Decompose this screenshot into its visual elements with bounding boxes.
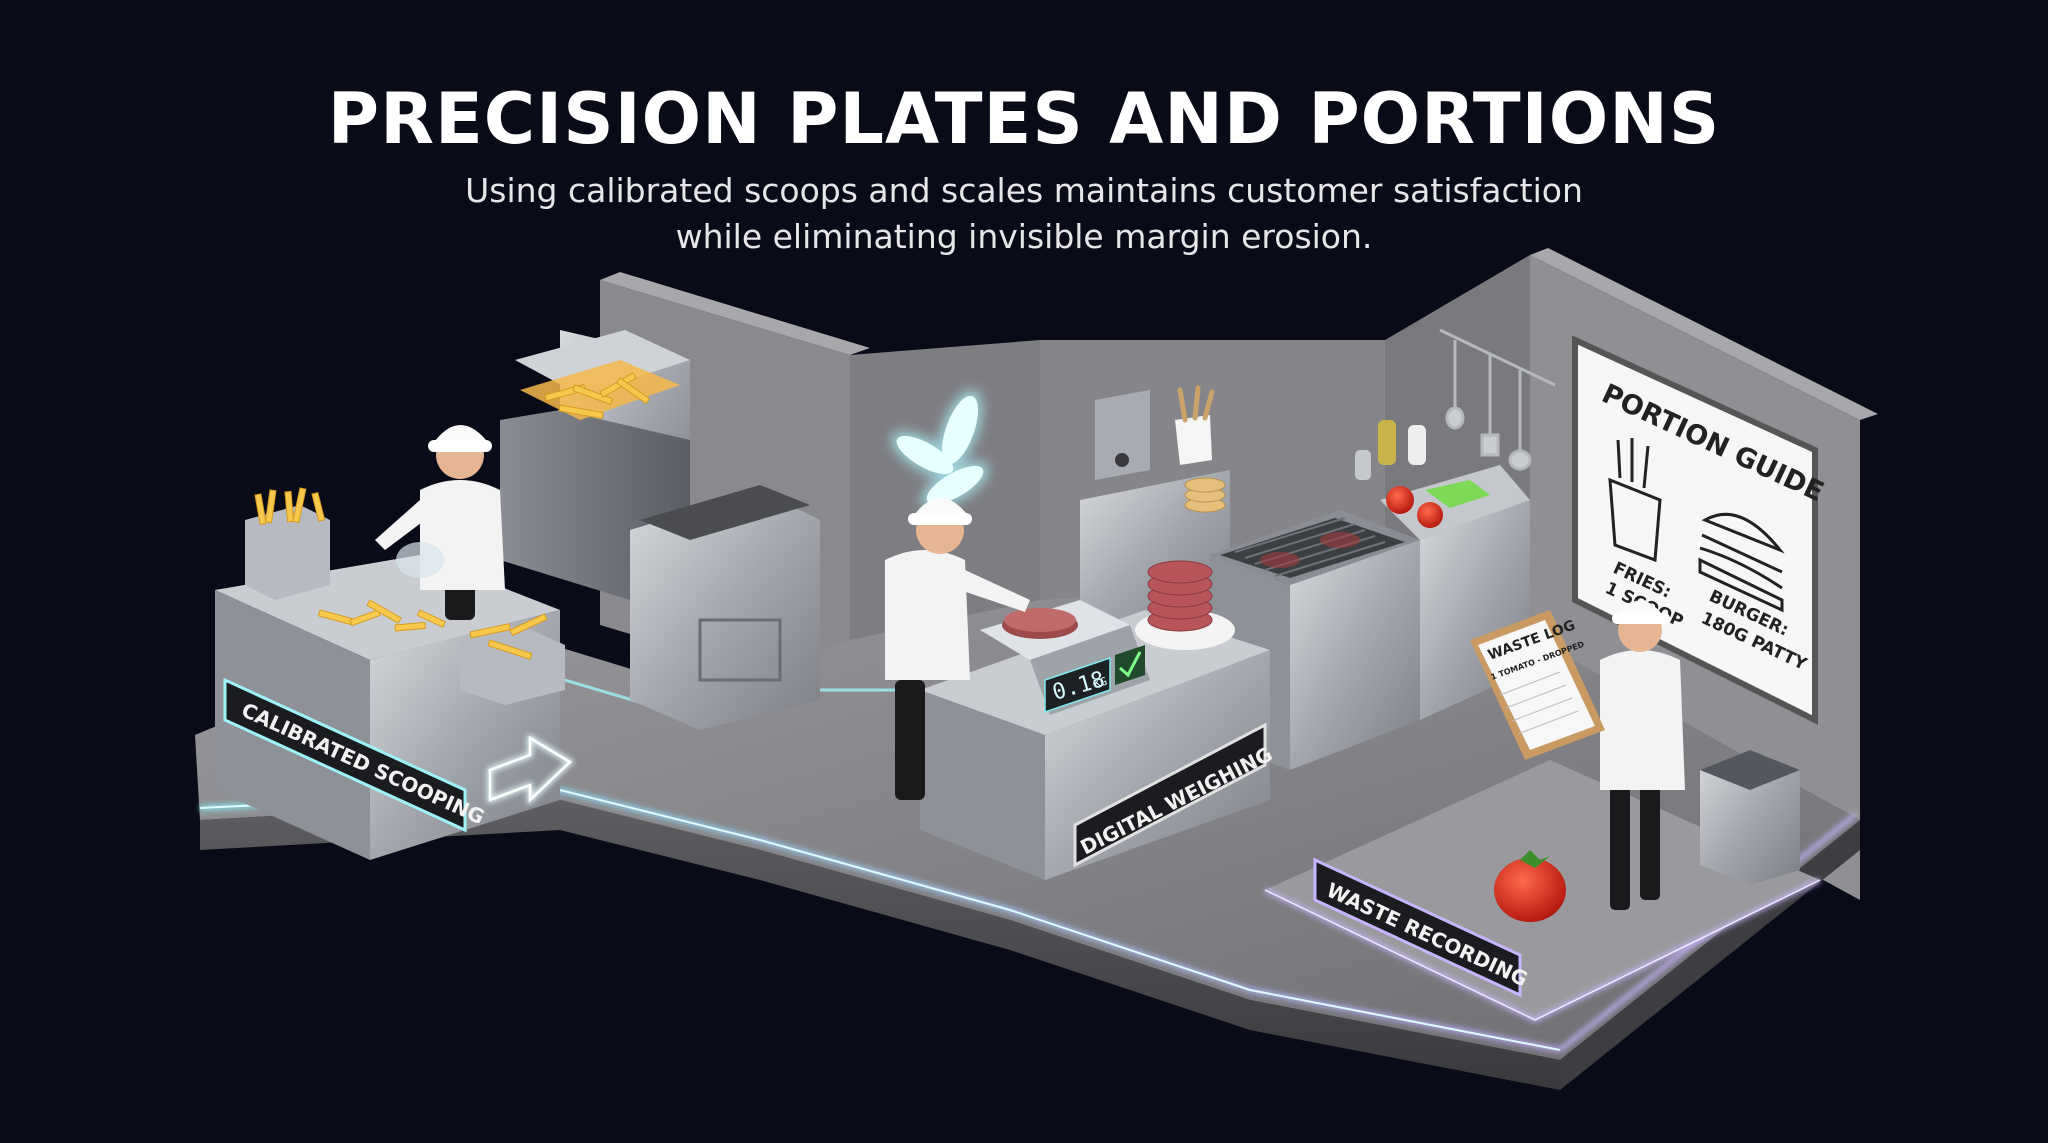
scale-unit: KG	[1092, 675, 1108, 691]
page-subtitle: Using calibrated scoops and scales maint…	[0, 168, 2048, 260]
fries-in-fryer-icon	[544, 372, 651, 420]
scoop-icon	[396, 542, 444, 578]
trash-bin-icon	[1700, 750, 1800, 885]
hanging-utensils	[1439, 328, 1556, 471]
logo-flower-icon	[891, 390, 989, 509]
chef-weighing	[885, 498, 1030, 800]
subtitle-line-2: while eliminating invisible margin erosi…	[675, 217, 1373, 256]
tomato-icon	[1494, 850, 1566, 922]
fryer-station	[500, 330, 820, 730]
chef-waste-log: WASTE LOG 1 TOMATO - DROPPED	[1470, 600, 1685, 910]
checkmark-icon	[1115, 645, 1145, 685]
chef-scooping	[375, 425, 505, 620]
arrow-right-icon	[487, 733, 575, 806]
clipboard-icon: WASTE LOG 1 TOMATO - DROPPED	[1470, 610, 1605, 760]
subtitle-line-1: Using calibrated scoops and scales maint…	[465, 171, 1583, 210]
burger-icon	[1698, 512, 1785, 613]
fries-box-icon	[1608, 438, 1662, 563]
page-title: PRECISION PLATES AND PORTIONS	[327, 78, 1721, 160]
